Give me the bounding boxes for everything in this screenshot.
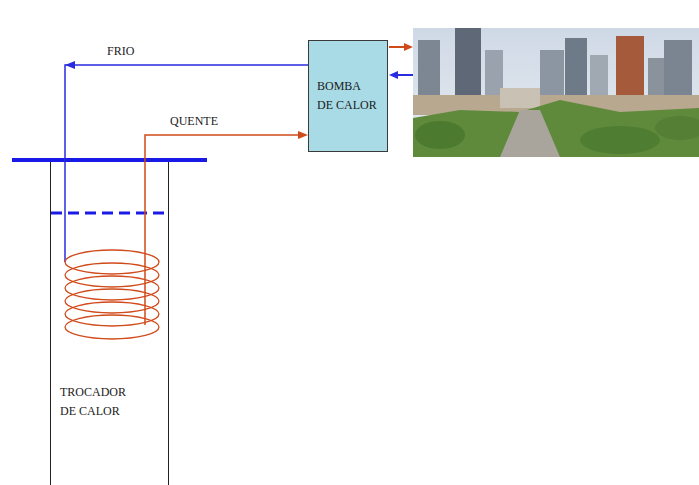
cold-arrowhead: [389, 71, 398, 79]
cold-pipe: [64, 162, 66, 262]
hot-pipe: [144, 162, 146, 325]
hot-arrowhead: [404, 43, 413, 51]
pipe-connector: [65, 65, 308, 162]
heat-exchanger-well: TROCADOR DE CALOR: [50, 162, 169, 485]
arrowhead: [298, 131, 308, 139]
pipe-label: QUENTE: [168, 114, 220, 128]
city-photo: [413, 28, 699, 157]
pipe-label: FRIO: [105, 44, 136, 58]
coil: [65, 250, 159, 339]
hot-arrow: [389, 46, 405, 48]
heat-pump-box: BOMBA DE CALOR: [308, 40, 388, 152]
pipe-connector: [145, 135, 300, 162]
arrowhead: [65, 61, 75, 69]
node-label: TROCADOR DE CALOR: [60, 383, 132, 421]
water-level: [51, 212, 168, 215]
node-label: BOMBA DE CALOR: [317, 77, 379, 115]
cold-arrow: [397, 74, 413, 76]
